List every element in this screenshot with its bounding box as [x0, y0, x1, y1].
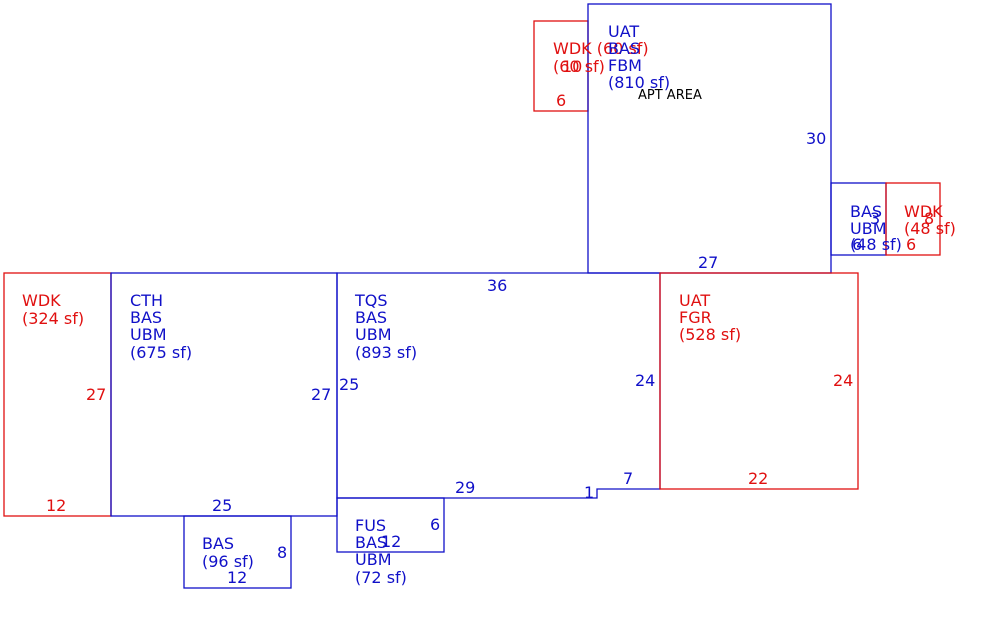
small-bas-outline: [183, 515, 292, 589]
garage-label-3: (528 sf): [679, 325, 741, 344]
cth-dim-bottom: 25: [212, 496, 232, 515]
deck-top-label-2: (60 sf): [553, 57, 605, 76]
fus-dim-right: 6: [430, 515, 440, 534]
cth-label-4: (675 sf): [130, 343, 192, 362]
bay-label-1: BAS: [850, 202, 882, 221]
small-bas-label-1: BAS: [202, 534, 234, 553]
small-bas-dim-right: 8: [277, 543, 287, 562]
garage-dim-bottom: 22: [748, 469, 768, 488]
small-bas-label-2: (96 sf): [202, 552, 254, 571]
tqs-label-4: (893 sf): [355, 343, 417, 362]
deck-right-label-1: WDK: [904, 202, 943, 221]
bay-dim-top: 3: [870, 209, 880, 228]
deck-left-label-1: WDK: [22, 291, 61, 310]
fus-label-3: UBM: [355, 550, 392, 569]
apt-area-label: APT AREA: [638, 88, 702, 103]
deck-right-dim-bottom: 6: [906, 235, 916, 254]
fus-outline: [336, 497, 445, 553]
main-upper-label-1: UAT: [608, 22, 639, 41]
fus-dim-bottom: 12: [381, 532, 401, 551]
garage-dim-right: 24: [833, 371, 853, 390]
tqs-label-2: BAS: [355, 308, 387, 327]
bay-label-2: UBM: [850, 219, 887, 238]
main-upper-label-4: (810 sf): [608, 73, 670, 92]
cth-label-3: UBM: [130, 325, 167, 344]
fus-label-4: (72 sf): [355, 568, 407, 587]
fus-label-2: BAS: [355, 533, 387, 552]
tqs-dim-bottom: 29: [455, 478, 475, 497]
deck-right-outline: [885, 182, 941, 256]
tqs-dim-jog: 1: [584, 483, 594, 502]
deck-top-dim-side: 10: [562, 57, 582, 76]
main-upper-label-3: FBM: [608, 56, 642, 75]
main-upper-dim-right: 30: [806, 129, 826, 148]
cth-dim-right: 27: [311, 385, 331, 404]
tqs-dim-left: 25: [339, 375, 359, 394]
tqs-dim-top: 36: [487, 276, 507, 295]
garage-label-1: UAT: [679, 291, 710, 310]
garage-label-2: FGR: [679, 308, 712, 327]
garage-outline: [659, 272, 859, 490]
main-upper-label-2: BAS: [608, 39, 640, 58]
main-upper-dim-bottom: 27: [698, 253, 718, 272]
small-bas-dim-bottom: 12: [227, 568, 247, 587]
tqs-dim-right: 24: [635, 371, 655, 390]
deck-left-dim-right: 27: [86, 385, 106, 404]
tqs-label-3: UBM: [355, 325, 392, 344]
tqs-label-1: TQS: [354, 291, 388, 310]
deck-left-dim-bottom: 12: [46, 496, 66, 515]
deck-top-dim-bottom: 6: [556, 91, 566, 110]
fus-label-1: FUS: [355, 516, 386, 535]
deck-left-label-2: (324 sf): [22, 309, 84, 328]
cth-label-2: BAS: [130, 308, 162, 327]
deck-top-label-1: WDK (60 sf): [553, 39, 649, 58]
cth-label-1: CTH: [130, 291, 163, 310]
deck-right-dim-side: 8: [924, 209, 934, 228]
deck-right-label-2: (48 sf): [904, 219, 956, 238]
bay-dim-bottom: 6: [852, 235, 862, 254]
bay-label-3: (48 sf): [850, 235, 902, 254]
tqs-dim-step: 7: [623, 469, 633, 488]
